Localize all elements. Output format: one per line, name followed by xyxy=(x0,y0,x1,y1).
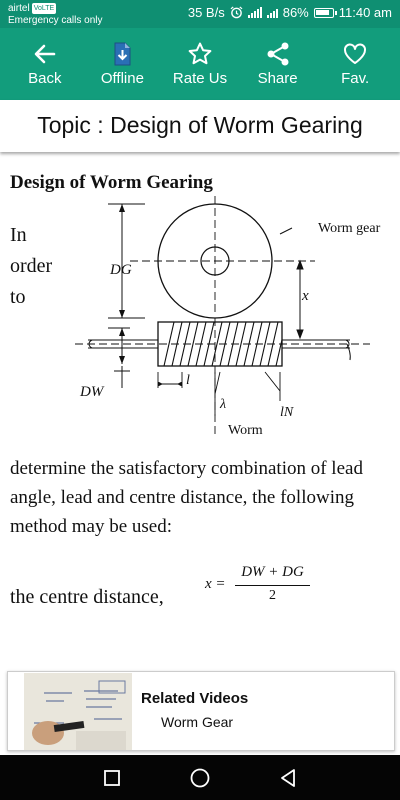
share-button[interactable]: Share xyxy=(243,41,313,87)
clock: 11:40 am xyxy=(338,5,392,20)
l-label: l xyxy=(186,373,190,388)
home-button[interactable] xyxy=(186,764,214,792)
heart-icon xyxy=(344,43,367,64)
formula-lhs: x = xyxy=(205,576,226,592)
body-paragraph: determine the satisfactory combination o… xyxy=(10,458,363,537)
favorite-button[interactable]: Fav. xyxy=(320,41,390,87)
emergency-text: Emergency calls only xyxy=(8,15,103,26)
dw-label: DW xyxy=(79,384,105,400)
offline-label: Offline xyxy=(100,70,144,87)
signal-icon xyxy=(247,7,262,18)
intro-word: order xyxy=(10,255,53,277)
article-content: Design of Worm Gearing In order to xyxy=(0,152,400,667)
triangle-back-icon xyxy=(281,768,295,787)
dimension-lines xyxy=(108,203,304,416)
centre-distance-text: the centre distance, xyxy=(10,586,164,608)
related-videos-card[interactable]: Related Videos Worm Gear xyxy=(7,671,395,751)
back-nav-button[interactable] xyxy=(274,764,302,792)
centre-lines xyxy=(75,196,370,436)
battery-percent: 86% xyxy=(282,5,309,20)
back-label: Back xyxy=(28,70,62,87)
dg-label: DG xyxy=(109,262,132,278)
worm-gear-diagram: Worm gear DG DW x l λ lN Worm xyxy=(75,196,381,438)
ln-label: lN xyxy=(280,405,294,420)
related-video-name: Worm Gear xyxy=(161,714,234,730)
action-toolbar: Back Offline Rate Us Share Fav. xyxy=(0,28,400,100)
worm-shaft xyxy=(88,339,351,361)
alarm-icon xyxy=(230,6,243,19)
status-indicators: 35 B/s 86% 11:40 am xyxy=(188,5,392,20)
x-label: x xyxy=(301,288,309,304)
formula-fraction-bar xyxy=(235,585,310,586)
centre-distance-formula: x = DW + DG 2 xyxy=(205,564,315,610)
worm-label: Worm xyxy=(228,423,263,438)
offline-button[interactable]: Offline xyxy=(87,41,157,87)
square-icon xyxy=(104,769,120,786)
network-speed: 35 B/s xyxy=(187,5,225,20)
star-icon xyxy=(188,42,212,65)
worm-body xyxy=(157,321,283,367)
intro-text: In order to xyxy=(10,220,70,313)
recents-button[interactable] xyxy=(98,764,126,792)
battery-icon xyxy=(313,7,337,18)
related-videos-title: Related Videos xyxy=(141,690,249,707)
lambda-label: λ xyxy=(219,397,226,412)
arrow-left-icon xyxy=(34,44,56,64)
share-label: Share xyxy=(257,70,298,87)
formula-numerator: DW + DG xyxy=(241,564,304,580)
system-nav-bar xyxy=(0,755,400,800)
intro-word: to xyxy=(10,286,26,308)
article-heading: Design of Worm Gearing xyxy=(10,172,213,193)
rate-us-button[interactable]: Rate Us xyxy=(165,41,235,87)
formula-denominator: 2 xyxy=(269,588,276,603)
share-icon xyxy=(267,42,289,66)
intro-word: In xyxy=(10,224,27,246)
rate-us-label: Rate Us xyxy=(172,70,228,87)
back-button[interactable]: Back xyxy=(10,41,80,87)
signal-2-icon xyxy=(266,7,278,18)
network-badge: VoLTE xyxy=(31,3,57,14)
video-thumbnail xyxy=(24,673,132,750)
favorite-label: Fav. xyxy=(341,70,370,87)
carrier-name: airtel xyxy=(8,3,30,14)
circle-icon xyxy=(190,768,210,787)
page-title: Topic : Design of Worm Gearing xyxy=(0,100,400,152)
worm-gear-label: Worm gear xyxy=(318,221,381,236)
download-file-icon xyxy=(114,42,131,66)
